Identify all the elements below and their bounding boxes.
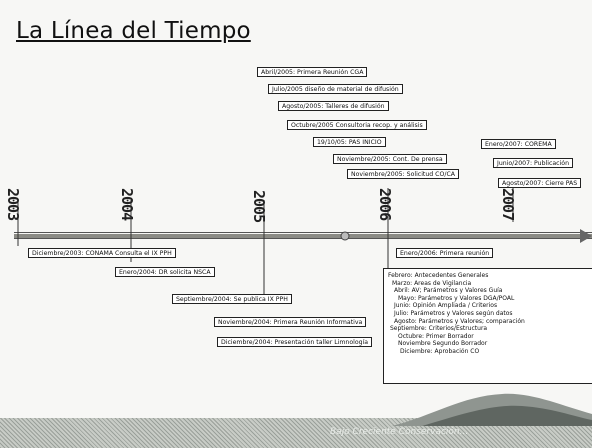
year-2007: 2007 [499,188,517,221]
detail-line: Mayo: Parámetros y Valores DGA/POAL [398,294,515,302]
event-box: Noviembre/2004: Primera Reunión Informat… [214,317,367,327]
wave-decoration [392,393,592,426]
detail-line: Marzo: Areas de Vigilancia [392,279,472,287]
footer-text: Bajo Creciente Conservación... [330,427,469,437]
event-box: Noviembre/2005: Solicitud CO/CA [347,169,459,179]
detail-line: Agosto: Parámetros y Valores; comparació… [394,317,525,325]
year-2006: 2006 [376,188,394,221]
event-box: Diciembre/2003: CONAMA Consulta el IX PP… [28,248,176,258]
detail-line: Octubre: Primer Borrador [398,332,474,340]
event-box: Enero/2006: Primera reunión [396,248,494,258]
detail-line: Diciembre: Aprobación CO [400,347,480,355]
event-box: Abril/2005: Primera Reunión CGA [257,67,368,77]
detail-line: Julio: Parámetros y Valores según datos [394,309,513,317]
event-box: Junio/2007: Publicación [493,158,573,168]
event-box: Enero/2004: DR solicita NSCA [115,267,215,277]
event-box: Julio/2005 diseño de material de difusió… [268,84,403,94]
year-2003: 2003 [4,188,22,221]
event-box: Agosto/2005: Talleres de difusión [278,101,389,111]
detail-line: Abril: AV; Parámetros y Valores Guía [394,287,503,295]
event-box: Septiembre/2004: Se publica IX PPH [172,294,292,304]
detail-line: Junio: Opinión Ampliada / Criterios [394,302,498,310]
event-box: 19/10/05: PAS INICIO [313,137,386,147]
event-box: Octubre/2005 Consultoria recop. y anális… [287,120,427,130]
event-box: Enero/2007: COREMA [481,139,556,149]
event-box: Agosto/2007: Cierre PAS [498,178,582,188]
event-box: Noviembre/2005: Cont. De prensa [333,154,447,164]
page-title: La Línea del Tiempo [16,18,251,44]
detail-line: Septiembre: Criterios/Estructura [390,325,488,333]
event-box: Diciembre/2004: Presentación taller Limn… [217,337,373,347]
detail-line: Noviembre Segundo Borrador [398,340,488,348]
detail-2006-box: Febrero: Antecedentes Generales Marzo: A… [383,268,592,384]
year-2005: 2005 [250,190,268,223]
detail-line: Febrero: Antecedentes Generales [388,272,489,279]
year-2004: 2004 [118,188,136,221]
